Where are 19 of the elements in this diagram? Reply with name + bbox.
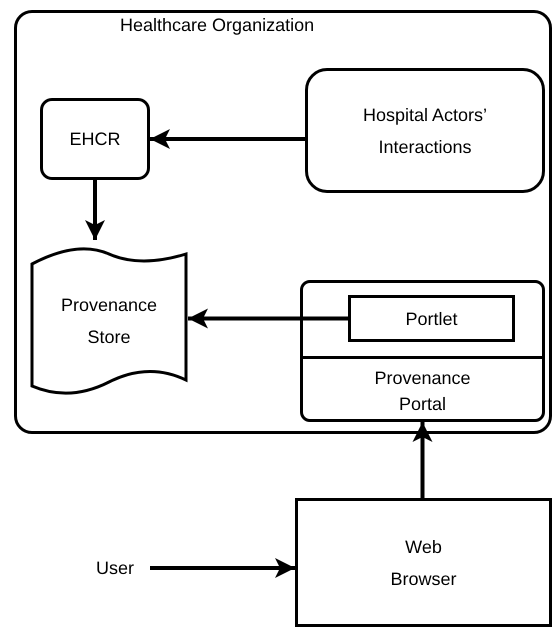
node-label: Web Browser <box>389 536 458 590</box>
node-label: EHCR <box>69 128 120 151</box>
arrow <box>150 558 295 578</box>
node-label: Portlet <box>405 308 458 330</box>
component-box <box>348 295 515 342</box>
portal-box <box>300 280 545 422</box>
process-box <box>40 98 150 180</box>
node-label: Provenance Store <box>60 294 158 349</box>
arrow <box>188 308 348 328</box>
arrow <box>412 422 432 498</box>
arrow <box>150 129 305 149</box>
organization-boundary <box>14 10 552 434</box>
node-label: Hospital Actors’ Interactions <box>362 104 488 158</box>
process-box <box>305 68 545 193</box>
node-label: User <box>96 557 134 580</box>
arrow <box>85 180 105 240</box>
node-title: Healthcare Organization <box>120 14 314 37</box>
process-box <box>295 498 552 627</box>
node-title: Provenance Portal <box>373 367 472 416</box>
